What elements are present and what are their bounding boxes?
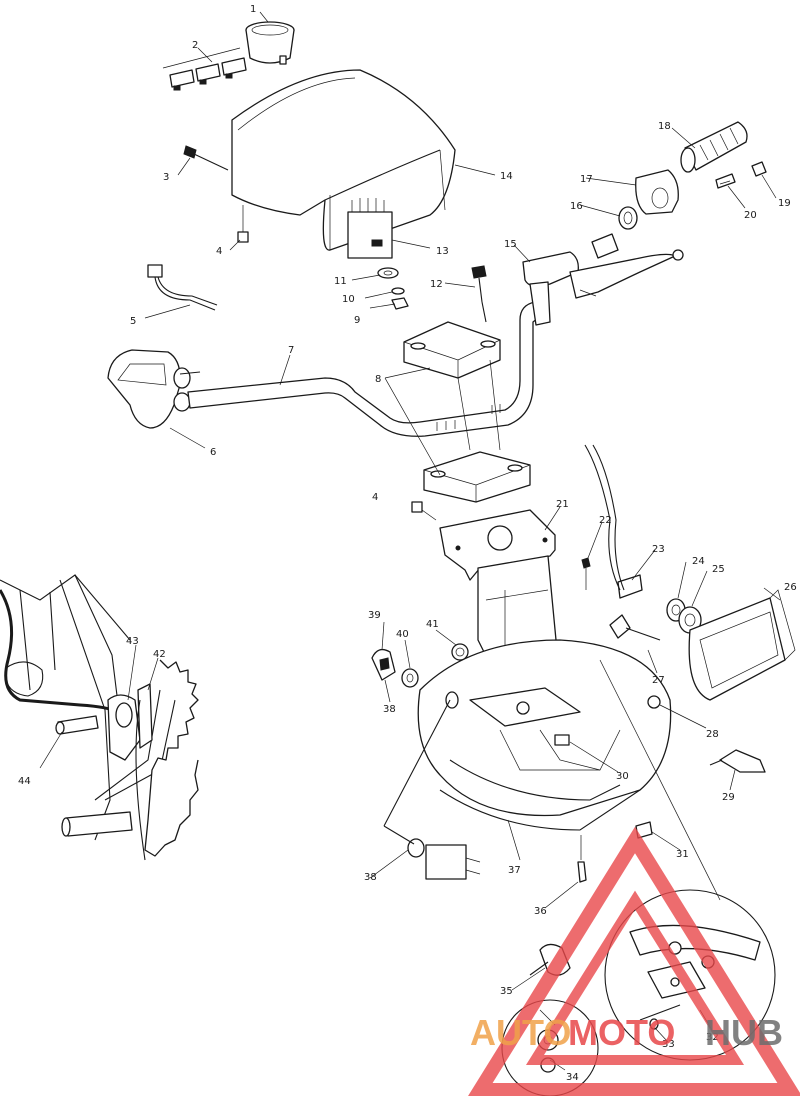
- part-33-washer: [649, 1018, 659, 1030]
- part-1-gauge: [245, 21, 295, 65]
- callout-43: 43: [126, 636, 139, 647]
- callout-27: 27: [652, 675, 665, 686]
- callout-3: 3: [163, 172, 169, 183]
- callout-37: 37: [508, 865, 521, 876]
- callout-36: 36: [534, 906, 547, 917]
- watermark-text-hub: HUB: [705, 1012, 783, 1053]
- part-16-collar: [618, 206, 638, 230]
- part-8-lower-clamp: [423, 359, 531, 503]
- part-30-plate: [539, 729, 601, 771]
- callout-20: 20: [744, 210, 757, 221]
- callout-13: 13: [436, 246, 449, 257]
- callout-9: 9: [354, 315, 360, 326]
- callout-44: 44: [18, 776, 31, 787]
- part-19-end-cap: [751, 161, 767, 177]
- callout-16: 16: [570, 201, 583, 212]
- callout-18: 18: [658, 121, 671, 132]
- part-8-upper-clamp: [403, 321, 501, 379]
- watermark-triangle-inner: [525, 890, 745, 1065]
- callout-40: 40: [396, 629, 409, 640]
- part-39-lamp: [371, 648, 396, 681]
- part-20-screw: [715, 173, 736, 189]
- callout-6: 6: [210, 447, 216, 458]
- part-18-grip: [680, 121, 748, 173]
- callout-17: 17: [580, 174, 593, 185]
- part-28-o-ring: [647, 695, 661, 709]
- part-44-bolt: [55, 715, 99, 735]
- callout-38: 38: [383, 704, 396, 715]
- part-15-brake-master-cylinder: [522, 233, 684, 326]
- watermark-text-auto: AUTO: [470, 1012, 571, 1053]
- part-6-throttle-housing: [107, 349, 191, 429]
- part-40-ring: [401, 668, 419, 688]
- callout-5: 5: [130, 316, 136, 327]
- callout-29: 29: [722, 792, 735, 803]
- watermark-triangle-outer: [468, 826, 800, 1096]
- watermark-logo: AUTO MOTO HUB: [468, 826, 800, 1096]
- callout-30: 30: [616, 771, 629, 782]
- callout-4: 4: [216, 246, 222, 257]
- callout-41: 41: [426, 619, 439, 630]
- callout-34: 34: [566, 1072, 579, 1083]
- part-41-grommet: [451, 643, 469, 661]
- callout-31: 31: [676, 849, 689, 860]
- callout-25: 25: [712, 564, 725, 575]
- callout-4: 4: [372, 492, 378, 503]
- callout-32: 32: [706, 1032, 719, 1043]
- callout-2: 2: [192, 40, 198, 51]
- callout-7: 7: [288, 345, 294, 356]
- part-4-clip-lower: [411, 501, 437, 521]
- leader-lines: [39, 11, 781, 1071]
- part-42-bracket: [137, 683, 153, 749]
- part-22-screw: [581, 557, 591, 590]
- cable-left: [0, 589, 117, 714]
- part-2-indicator-lights: [162, 47, 247, 91]
- part-3-screw: [183, 145, 229, 171]
- callout-23: 23: [652, 544, 665, 555]
- callout-22: 22: [599, 515, 612, 526]
- part-27-key: [609, 614, 661, 641]
- callout-15: 15: [504, 239, 517, 250]
- part-17-switch-housing: [635, 169, 679, 215]
- callout-35: 35: [500, 986, 513, 997]
- callout-38: 38: [364, 872, 377, 883]
- part-38-switch: [383, 699, 481, 880]
- callout-42: 42: [153, 649, 166, 660]
- part-12-bolt: [471, 265, 487, 323]
- callout-10: 10: [342, 294, 355, 305]
- callout-8: 8: [375, 374, 381, 385]
- callout-28: 28: [706, 729, 719, 740]
- gear-disc: [135, 659, 199, 861]
- part-36-bolt: [577, 835, 587, 883]
- callout-1: 1: [250, 4, 256, 15]
- part-7-handlebar: [179, 301, 539, 437]
- parts-9-10-11-hardware: [377, 267, 409, 310]
- part-23-key-switch: [584, 444, 643, 599]
- callout-26: 26: [784, 582, 797, 593]
- part-29-bulb-socket: [709, 749, 766, 773]
- callout-24: 24: [692, 556, 705, 567]
- callout-39: 39: [368, 610, 381, 621]
- callout-labels: 1 2 3 4 4 5 6 7 8 9 10 11 12 13 14 15 16…: [18, 4, 797, 1083]
- part-43-sensor: [107, 694, 141, 761]
- callout-19: 19: [778, 198, 791, 209]
- callout-11: 11: [334, 276, 347, 287]
- part-4-clip-upper: [237, 205, 249, 243]
- watermark-text-moto: MOTO: [568, 1012, 675, 1053]
- callout-33: 33: [662, 1039, 675, 1050]
- callout-14: 14: [500, 171, 513, 182]
- part-37-lower-cover: [417, 639, 672, 831]
- frame-section-left: [0, 574, 176, 841]
- part-26-headlight: [688, 589, 796, 701]
- callout-21: 21: [556, 499, 569, 510]
- part-5-wire-connector: [147, 264, 218, 311]
- part-14-pod-cover: [231, 69, 456, 251]
- callout-12: 12: [430, 279, 443, 290]
- part-13-switch: [347, 198, 393, 259]
